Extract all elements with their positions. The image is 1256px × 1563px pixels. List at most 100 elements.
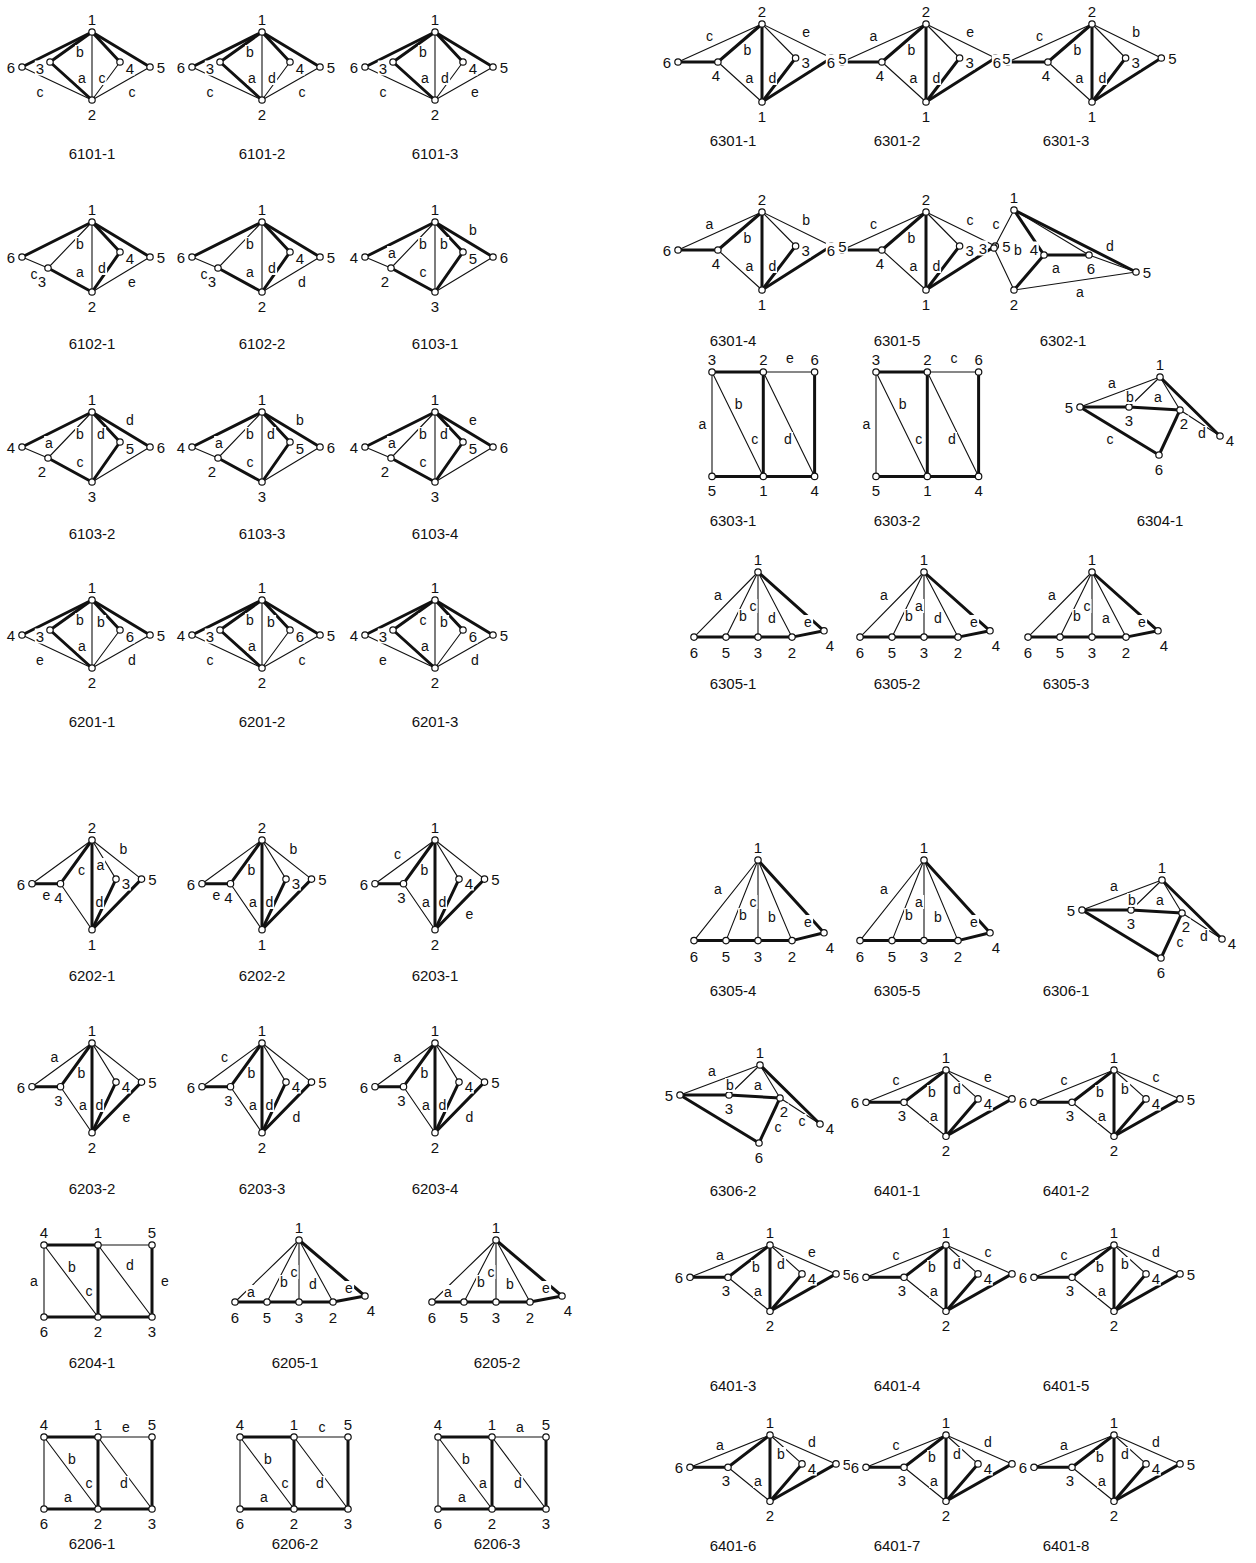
- graph-edge: [1072, 1102, 1114, 1136]
- vertex-dot: [41, 1434, 47, 1440]
- bold-graph-edge: [391, 268, 435, 292]
- vertex-number: 1: [921, 109, 931, 124]
- vertex-number: 3: [897, 1283, 907, 1298]
- graph-edge: [770, 1435, 836, 1464]
- vertex-number: 5: [147, 1417, 157, 1432]
- bold-graph-edge: [1014, 255, 1044, 290]
- edge-letter: b: [767, 910, 777, 924]
- bold-graph-edge: [44, 1436, 98, 1439]
- vertex-dot: [117, 59, 123, 65]
- vertex-number: 4: [53, 889, 63, 904]
- bold-graph-edge: [220, 32, 262, 62]
- vertex-dot: [767, 1308, 773, 1314]
- vertex-dot: [283, 876, 289, 882]
- edge-letter: b: [933, 910, 943, 924]
- vertex-dot: [543, 1506, 549, 1512]
- vertex-dot: [677, 1092, 683, 1098]
- edge-letter: b: [67, 1452, 77, 1466]
- vertex-number: 6: [16, 1079, 26, 1094]
- vertex-number: 2: [1109, 1318, 1119, 1333]
- vertex-number: 6: [662, 243, 672, 258]
- edge-letter: c: [487, 1265, 496, 1279]
- graph-edge: [435, 1043, 459, 1082]
- edge-letter: a: [248, 1098, 258, 1112]
- bold-graph-edge: [728, 1245, 770, 1277]
- vertex-dot: [432, 409, 438, 415]
- bold-graph-edge: [958, 631, 990, 637]
- edge-letter: a: [1109, 879, 1119, 893]
- bold-graph-edge: [393, 62, 435, 100]
- vertex-dot: [1128, 907, 1134, 913]
- graph-edge: [261, 412, 262, 482]
- edge-letter: b: [439, 615, 449, 629]
- vertex-dot: [362, 254, 368, 260]
- bold-graph-edge: [50, 600, 92, 630]
- vertex-number: 5: [1001, 51, 1011, 66]
- vertex-number: 3: [121, 876, 131, 891]
- vertex-dot: [687, 1274, 693, 1280]
- vertex-dot: [921, 634, 927, 640]
- edge-letter: d: [1151, 1245, 1161, 1259]
- figure-caption: 6206-1: [68, 1536, 117, 1551]
- vertex-dot: [481, 1079, 487, 1085]
- vertex-number: 4: [1029, 242, 1039, 257]
- graph-edge: [22, 67, 92, 100]
- edge-letter: b: [904, 908, 914, 922]
- bold-graph-edge: [218, 458, 262, 482]
- bold-graph-edge: [435, 879, 459, 930]
- vertex-dot: [117, 439, 123, 445]
- edge-letter: c: [966, 213, 975, 227]
- vertex-dot: [227, 1084, 233, 1090]
- vertex-number: 4: [125, 61, 135, 76]
- bold-graph-edge: [1044, 254, 1089, 257]
- graph-edge: [404, 884, 436, 930]
- vertex-number: 4: [1151, 1460, 1161, 1475]
- bold-graph-edge: [1114, 1274, 1146, 1311]
- edge-letter: b: [751, 1260, 761, 1274]
- bold-graph-edge: [262, 1082, 312, 1133]
- vertex-dot: [1069, 1274, 1075, 1280]
- vertex-dot: [481, 876, 487, 882]
- vertex-dot: [89, 479, 95, 485]
- vertex-number: 6: [349, 60, 359, 75]
- figure-caption: 6301-4: [709, 333, 758, 348]
- vertex-dot: [924, 473, 930, 479]
- bold-graph-edge: [262, 879, 286, 930]
- edge-letter: b: [1013, 243, 1023, 257]
- graph-edge: [875, 372, 876, 476]
- vertex-number: 2: [87, 675, 97, 690]
- vertex-dot: [456, 876, 462, 882]
- bold-graph-edge: [192, 222, 262, 257]
- bold-graph-edge: [1072, 1435, 1114, 1467]
- edge-letter: b: [927, 1260, 937, 1274]
- edge-letter: c: [992, 217, 1001, 231]
- graph-edge: [435, 62, 463, 100]
- vertex-dot: [29, 881, 35, 887]
- figure-caption: 6401-6: [709, 1538, 758, 1553]
- vertex-number: 3: [87, 489, 97, 504]
- edge-letter: b: [420, 863, 430, 877]
- edge-letter: c: [206, 653, 215, 667]
- edge-letter: a: [753, 1284, 763, 1298]
- bold-graph-edge: [758, 860, 824, 933]
- vertex-dot: [45, 265, 51, 271]
- edge-letter: c: [749, 895, 758, 909]
- bold-graph-edge: [44, 1244, 98, 1247]
- edge-letter: d: [1199, 929, 1209, 943]
- vertex-dot: [956, 55, 962, 61]
- vertex-number: 2: [779, 1104, 789, 1119]
- vertex-dot: [943, 1308, 949, 1314]
- vertex-number: 4: [983, 1460, 993, 1475]
- edge-letter: a: [29, 1274, 39, 1288]
- edge-letter: d: [983, 1435, 993, 1449]
- vertex-dot: [725, 1274, 731, 1280]
- edge-letter: c: [1060, 1248, 1069, 1262]
- bold-graph-edge: [762, 58, 796, 102]
- vertex-dot: [138, 1079, 144, 1085]
- vertex-number: 3: [35, 629, 45, 644]
- graph-edge: [496, 1240, 530, 1302]
- vertex-dot: [1009, 1096, 1015, 1102]
- edge-letter: b: [67, 1260, 77, 1274]
- graph-edge: [262, 67, 320, 100]
- vertex-dot: [901, 1464, 907, 1470]
